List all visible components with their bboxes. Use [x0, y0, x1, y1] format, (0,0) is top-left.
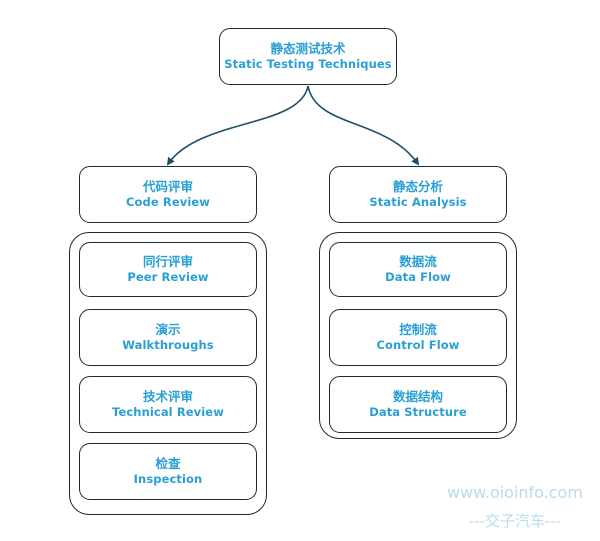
leaf-label-en: Peer Review	[127, 270, 209, 284]
branch-label-zh: 代码评审	[142, 179, 193, 194]
leaf-label-en: Data Flow	[385, 270, 451, 284]
leaf-label-en: Inspection	[133, 472, 203, 486]
leaf-label-zh: 控制流	[399, 322, 437, 337]
group-code-review-methods	[69, 232, 267, 515]
arrow-to-code-review	[166, 85, 309, 166]
leaf-node-technical-review: 技术评审 Technical Review	[79, 376, 257, 433]
leaf-label-zh: 检查	[155, 456, 181, 471]
branch-label-zh: 静态分析	[392, 179, 443, 194]
group-static-analysis-methods	[319, 232, 517, 439]
root-label-en: Static Testing Techniques	[224, 57, 392, 71]
branch-node-static-analysis: 静态分析 Static Analysis	[329, 166, 507, 223]
branch-label-en: Static Analysis	[369, 195, 467, 209]
leaf-label-zh: 同行评审	[142, 254, 193, 269]
leaf-label-en: Control Flow	[376, 338, 460, 352]
leaf-label-en: Technical Review	[112, 405, 224, 419]
leaf-label-zh: 技术评审	[142, 389, 193, 404]
leaf-node-data-structure: 数据结构 Data Structure	[329, 376, 507, 433]
leaf-node-inspection: 检查 Inspection	[79, 443, 257, 500]
branch-label-en: Code Review	[126, 195, 210, 209]
arrow-to-static-analysis	[307, 85, 420, 166]
watermark-name: ---交子汽车---	[468, 512, 562, 530]
watermark-url: www.oioinfo.com	[447, 483, 583, 502]
leaf-label-en: Walkthroughs	[122, 338, 214, 352]
branch-node-code-review: 代码评审 Code Review	[79, 166, 257, 223]
root-node-static-testing: 静态测试技术 Static Testing Techniques	[219, 28, 397, 85]
leaf-label-en: Data Structure	[369, 405, 467, 419]
leaf-node-walkthroughs: 演示 Walkthroughs	[79, 309, 257, 366]
leaf-node-peer-review: 同行评审 Peer Review	[79, 242, 257, 297]
leaf-node-control-flow: 控制流 Control Flow	[329, 309, 507, 366]
leaf-node-data-flow: 数据流 Data Flow	[329, 242, 507, 297]
leaf-label-zh: 数据流	[399, 254, 437, 269]
root-label-zh: 静态测试技术	[270, 41, 346, 56]
leaf-label-zh: 演示	[155, 322, 181, 337]
leaf-label-zh: 数据结构	[392, 389, 443, 404]
